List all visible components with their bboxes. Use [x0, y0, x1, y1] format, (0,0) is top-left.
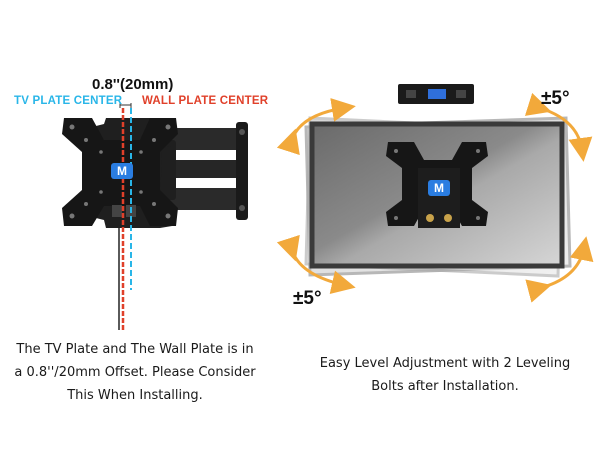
brand-logo-left: M	[111, 163, 133, 179]
offset-bracket	[119, 103, 132, 108]
leveling-caption-line: Bolts after Installation.	[371, 379, 519, 394]
arrow-top-left	[276, 98, 356, 156]
offset-dimension-label: 0.8''(20mm)	[92, 76, 174, 93]
brand-logo-right: M	[428, 180, 450, 196]
arrow-bottom-left	[276, 234, 356, 295]
offset-caption-line: This When Installing.	[67, 388, 203, 403]
bubble-level	[398, 84, 474, 104]
leveling-caption: Easy Level Adjustment with 2 Leveling Bo…	[300, 352, 590, 398]
tv-plate-center-label: TV PLATE CENTER	[14, 95, 123, 107]
tilt-degree-bottom: ±5°	[293, 288, 322, 309]
rotation-arrows	[276, 92, 594, 303]
wall-plate-center-label: WALL PLATE CENTER	[142, 95, 269, 107]
arrow-bottom-right	[525, 236, 594, 303]
offset-caption: The TV Plate and The Wall Plate is in a …	[10, 338, 260, 407]
tilt-degree-top: ±5°	[541, 88, 570, 109]
left-mount-diagram	[62, 103, 248, 330]
offset-caption-line: The TV Plate and The Wall Plate is in	[16, 342, 254, 357]
arrow-top-right	[524, 92, 593, 162]
leveling-caption-line: Easy Level Adjustment with 2 Leveling	[319, 356, 571, 371]
offset-caption-line: a 0.8''/20mm Offset. Please Consider	[14, 365, 256, 380]
